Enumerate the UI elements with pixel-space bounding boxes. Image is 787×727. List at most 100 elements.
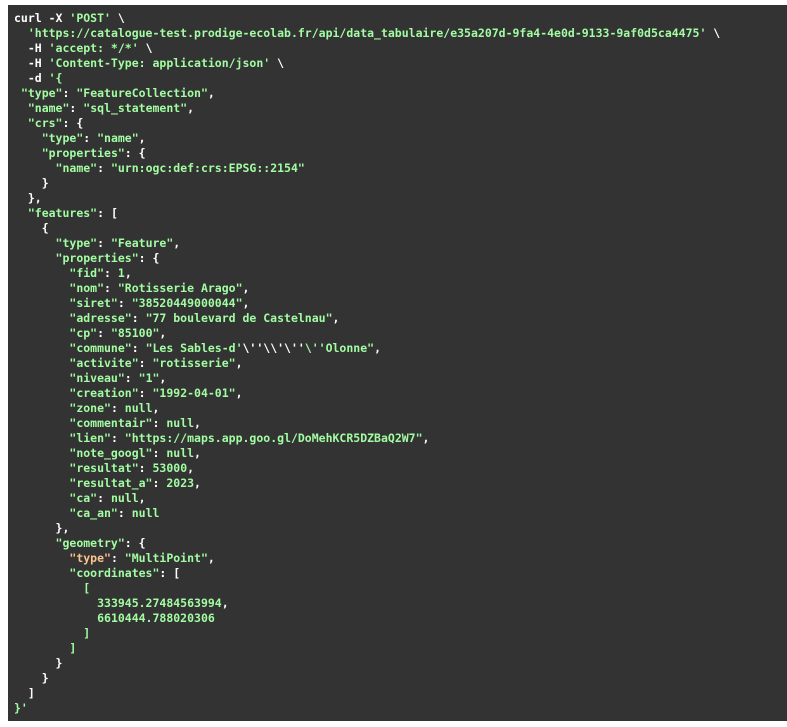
code-token: , — [242, 296, 250, 310]
code-token: : — [110, 431, 125, 445]
code-line: { — [14, 221, 787, 236]
code-token — [14, 551, 69, 565]
code-line: ] — [14, 641, 787, 656]
code-token — [14, 611, 97, 625]
code-line: } — [14, 656, 787, 671]
code-token: : { — [138, 251, 160, 265]
code-token: null — [124, 401, 153, 415]
code-token: \''Olonne" — [304, 341, 375, 355]
code-token: "note_googl" — [69, 446, 153, 460]
code-token: "nom" — [69, 281, 105, 295]
code-token: : [ — [159, 566, 181, 580]
code-line: "properties": { — [14, 146, 787, 161]
code-line: "features": [ — [14, 206, 787, 221]
code-token: : — [97, 491, 111, 505]
code-token: : — [97, 161, 111, 175]
code-token: : { — [124, 146, 146, 160]
code-token: "creation" — [69, 386, 139, 400]
code-token — [14, 356, 69, 370]
code-token: "type" — [69, 551, 111, 565]
code-lines: curl -X 'POST' \ 'https://catalogue-test… — [14, 11, 787, 716]
code-token: "siret" — [69, 296, 118, 310]
code-line: "fid": 1, — [14, 266, 787, 281]
code-line: "name": "sql_statement", — [14, 101, 787, 116]
code-token: 1 — [117, 266, 125, 280]
code-token: , — [242, 281, 250, 295]
code-token — [14, 236, 56, 250]
code-line: "zone": null, — [14, 401, 787, 416]
code-line: } — [14, 176, 787, 191]
code-token: "name" — [27, 101, 70, 115]
code-token — [14, 371, 69, 385]
code-token — [14, 386, 69, 400]
code-token: 53000 — [152, 461, 188, 475]
code-token — [14, 296, 69, 310]
code-token: : — [97, 326, 111, 340]
code-token: 2023 — [166, 476, 195, 490]
code-token: "name" — [97, 131, 139, 145]
code-token — [14, 266, 69, 280]
code-token: }, — [14, 191, 42, 205]
code-token: : { — [124, 536, 146, 550]
code-token: "lien" — [69, 431, 111, 445]
code-line: "cp": "85100", — [14, 326, 787, 341]
code-token: "Rotisserie Arago" — [117, 281, 243, 295]
code-token: , — [138, 131, 146, 145]
code-token — [14, 26, 28, 40]
code-token: "77 boulevard de Castelnau" — [145, 311, 333, 325]
code-token: : — [97, 236, 111, 250]
code-token: \ — [110, 11, 125, 25]
code-token: ] — [69, 641, 77, 655]
code-token: \ — [270, 56, 285, 70]
code-token: , — [173, 236, 181, 250]
code-token: : — [69, 101, 84, 115]
code-token: "ca_an" — [69, 506, 118, 520]
code-token: "type" — [20, 86, 63, 100]
code-line: 'https://catalogue-test.prodige-ecolab.f… — [14, 26, 787, 41]
code-token — [14, 506, 69, 520]
code-token: "1" — [138, 371, 160, 385]
code-line: "name": "urn:ogc:def:crs:EPSG::2154" — [14, 161, 787, 176]
code-token — [14, 116, 28, 130]
code-token: : { — [62, 116, 84, 130]
code-line: ] — [14, 686, 787, 701]
code-token: \ — [138, 41, 153, 55]
code-token: null — [131, 506, 160, 520]
code-token: "resultat" — [69, 461, 139, 475]
code-token: "85100" — [110, 326, 160, 340]
code-token: -H — [14, 41, 49, 55]
code-line: }, — [14, 521, 787, 536]
code-token: : — [83, 131, 98, 145]
code-token: "type" — [41, 131, 84, 145]
code-token: : — [131, 341, 146, 355]
code-token: : — [117, 296, 132, 310]
code-token — [14, 626, 83, 640]
code-line: "creation": "1992-04-01", — [14, 386, 787, 401]
code-token — [14, 161, 56, 175]
code-token — [14, 491, 69, 505]
code-token: , — [187, 461, 195, 475]
code-line: "properties": { — [14, 251, 787, 266]
code-token: : — [152, 446, 167, 460]
code-token: '{ — [48, 71, 63, 85]
code-token — [14, 251, 56, 265]
code-token: null — [166, 416, 195, 430]
code-line: "type": "MultiPoint", — [14, 551, 787, 566]
code-token — [14, 416, 69, 430]
code-token: : — [104, 281, 118, 295]
code-token: "1992-04-01" — [152, 386, 236, 400]
code-token — [14, 476, 69, 490]
code-token: : — [131, 311, 146, 325]
code-token: 6610444.788020306 — [97, 611, 215, 625]
code-line: -d '{ — [14, 71, 787, 86]
code-token: "name" — [55, 161, 98, 175]
code-token: , — [159, 371, 167, 385]
code-token: "activite" — [69, 356, 139, 370]
code-token: , — [194, 416, 201, 430]
code-token — [14, 131, 42, 145]
code-token: , — [124, 266, 132, 280]
code-token: "38520449000044" — [131, 296, 243, 310]
code-token: "commentair" — [69, 416, 153, 430]
code-token: 'POST' — [69, 11, 111, 25]
code-line: -H 'Content-Type: application/json' \ — [14, 56, 787, 71]
